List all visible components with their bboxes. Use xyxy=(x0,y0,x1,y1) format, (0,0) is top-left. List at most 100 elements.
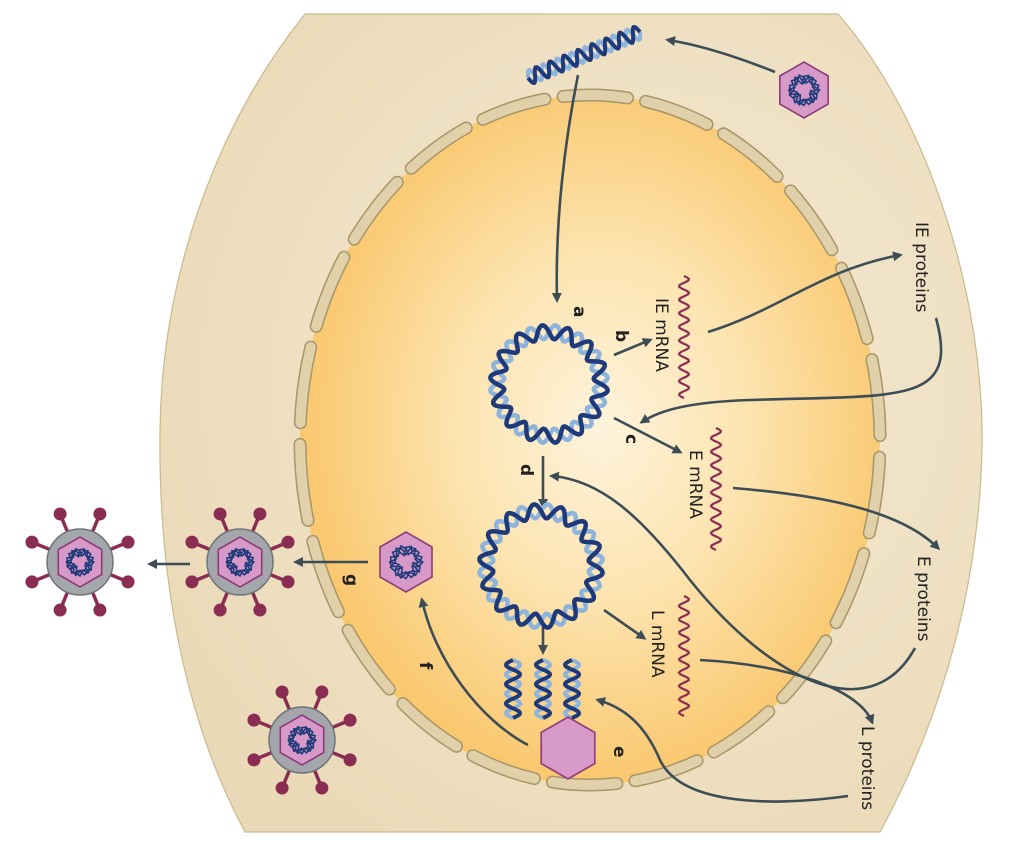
arrow-e-proteins-back xyxy=(549,471,917,691)
membrane-segment-fill xyxy=(864,452,885,538)
glycoprotein-head xyxy=(253,507,267,521)
dna-strand xyxy=(477,502,605,630)
virion-capsid xyxy=(57,536,103,588)
dna-strand xyxy=(488,323,610,445)
glycoprotein-head xyxy=(185,535,199,549)
l-mrna-strand xyxy=(677,595,691,717)
virion-capsid xyxy=(279,714,325,766)
nuclear-membrane xyxy=(293,88,887,792)
viral-particles xyxy=(25,61,830,795)
arrows xyxy=(147,36,943,803)
glycoprotein-head xyxy=(93,507,107,521)
arrow-ie-mrna-to-proteins xyxy=(707,251,903,334)
membrane-segment-fill xyxy=(777,635,831,703)
membrane-segment-fill xyxy=(558,90,633,103)
arrow-ie-proteins-back xyxy=(639,317,943,424)
membrane-segment-fill xyxy=(406,123,472,174)
arrow-e-l-proteins-back xyxy=(595,697,849,803)
replicated-dna xyxy=(503,658,582,720)
arrow-e-mrna-to-proteins xyxy=(732,486,941,551)
step-g: g xyxy=(341,574,361,586)
glycoprotein-head xyxy=(185,575,199,589)
glycoprotein-head xyxy=(25,575,39,589)
glycoprotein-head xyxy=(213,507,227,521)
viral-dna-linear xyxy=(525,24,643,86)
membrane-segment-fill xyxy=(630,755,703,786)
membrane-segment-fill xyxy=(867,354,885,441)
membrane-segment-fill xyxy=(397,698,462,752)
membrane-segment-fill xyxy=(295,342,316,428)
membrane-segment-fill xyxy=(831,548,869,628)
ie-mrna-label: IE mRNA xyxy=(651,298,671,372)
packaged-genome xyxy=(787,74,821,107)
glycoprotein-head xyxy=(343,753,357,767)
packaged-genome xyxy=(225,547,256,577)
glycoprotein-head xyxy=(213,603,227,617)
step-a: a xyxy=(569,306,589,317)
glycoprotein-head xyxy=(343,713,357,727)
glycoprotein-head xyxy=(247,713,261,727)
membrane-segment-fill xyxy=(307,536,344,617)
glycoprotein-head xyxy=(53,603,67,617)
e-mrna-strand xyxy=(709,427,723,551)
l-mrna-label: L mRNA xyxy=(647,610,667,678)
ie-proteins-label: IE proteins xyxy=(911,222,931,313)
glycoprotein-head xyxy=(281,535,295,549)
step-f: f xyxy=(415,662,435,670)
packaged-genome xyxy=(388,545,424,580)
glycoprotein-head xyxy=(281,575,295,589)
packaged-genome xyxy=(65,547,96,577)
membrane-segment-fill xyxy=(785,185,837,255)
dna-strand xyxy=(526,24,642,86)
membrane-segment-fill xyxy=(311,252,349,332)
membrane-segment-fill xyxy=(708,706,774,757)
membrane-segment-fill xyxy=(295,439,313,526)
glycoprotein-head xyxy=(247,753,261,767)
dna-strand xyxy=(503,658,523,720)
dna-strand xyxy=(562,658,582,720)
dna-strand xyxy=(533,658,553,720)
glycoprotein-head xyxy=(315,685,329,699)
membrane-segment-fill xyxy=(349,177,403,245)
membrane-segment-fill xyxy=(477,94,550,125)
l-proteins-label: L proteins xyxy=(857,726,877,810)
arrow-entry-to-nucleus xyxy=(551,74,580,303)
step-e: e xyxy=(609,746,629,758)
glycoprotein-head xyxy=(53,507,67,521)
arrow-capsid-to-dna xyxy=(665,36,776,74)
membrane-segment-fill xyxy=(547,777,622,790)
nuclear-capsid xyxy=(379,531,433,593)
arrow-to-l-mrna xyxy=(603,608,647,640)
mrnas xyxy=(677,275,723,717)
arrow-c xyxy=(613,416,683,454)
empty-capsid xyxy=(540,716,596,780)
ie-mrna-strand xyxy=(677,275,691,399)
viral-dna-circular-replicating xyxy=(477,502,605,630)
membrane-segment-fill xyxy=(718,128,783,182)
glycoprotein-head xyxy=(121,575,135,589)
e-mrna-label: E mRNA xyxy=(685,450,705,519)
e-proteins-label: E proteins xyxy=(913,556,933,642)
step-b: b xyxy=(611,330,631,342)
incoming-capsid xyxy=(778,61,830,119)
membrane-segment-fill xyxy=(343,625,395,695)
membrane-segment-fill xyxy=(640,96,713,130)
nucleus xyxy=(300,95,880,785)
virion-capsid xyxy=(217,536,263,588)
glycoprotein-head xyxy=(121,535,135,549)
step-c: c xyxy=(621,434,641,444)
glycoprotein-head xyxy=(25,535,39,549)
arrow-l-mrna-to-proteins xyxy=(699,658,875,725)
glycoprotein-head xyxy=(275,781,289,795)
membrane-segment-fill xyxy=(467,750,540,784)
arrow-f xyxy=(418,597,529,747)
packaged-genome xyxy=(287,725,318,755)
glycoprotein-head xyxy=(253,603,267,617)
glycoprotein-head xyxy=(315,781,329,795)
glycoprotein-head xyxy=(275,685,289,699)
viral-dna-circular xyxy=(488,323,610,445)
glycoprotein-head xyxy=(93,603,107,617)
step-d: d xyxy=(516,464,536,476)
arrow-b xyxy=(613,338,653,357)
